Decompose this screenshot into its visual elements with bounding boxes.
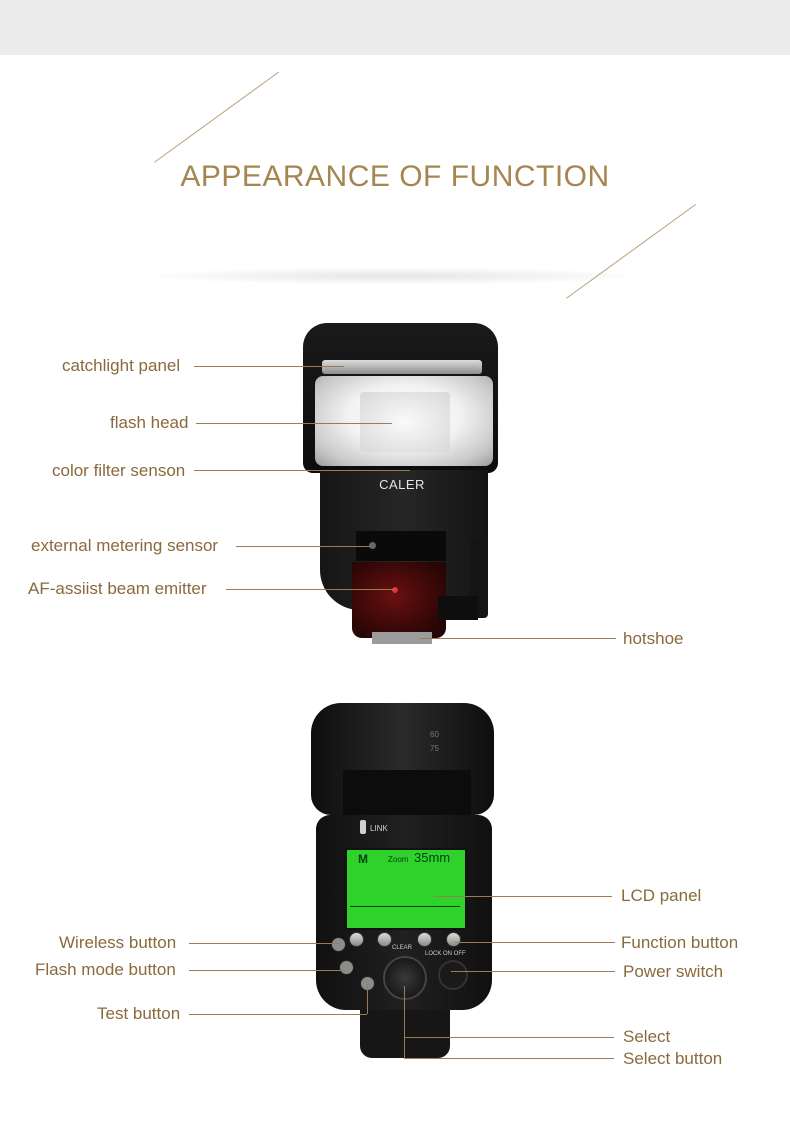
- back-flash-neck: [343, 770, 471, 818]
- leader-flash-head: [196, 423, 392, 424]
- top-banner: [0, 0, 790, 55]
- function-key-2[interactable]: [377, 932, 392, 947]
- label-select-button: Select button: [623, 1049, 723, 1068]
- head-angle-scale: 60 75: [430, 728, 439, 756]
- decorative-line-right: [566, 203, 697, 299]
- leader-function-button: [455, 942, 615, 943]
- link-text: LINK: [370, 824, 388, 833]
- lcd-zoom-value: 35mm: [414, 850, 451, 865]
- lcd-screen: [345, 848, 467, 930]
- hotshoe-part: [372, 632, 432, 644]
- label-power-switch: Power switch: [623, 962, 724, 981]
- clear-text: CLEAR: [392, 945, 413, 951]
- leader-color-filter-sensor: [194, 470, 410, 471]
- leader-power-switch: [451, 971, 615, 972]
- flash-tube: [360, 392, 450, 452]
- leader-external-metering-sensor: [236, 546, 370, 547]
- wireless-key[interactable]: [331, 937, 346, 952]
- leader-lcd-panel: [434, 896, 612, 897]
- lcd-scale-line: [350, 906, 460, 907]
- catchlight-panel-part: [322, 360, 482, 374]
- leader-flash-mode-button: [189, 970, 345, 971]
- link-led: [360, 820, 366, 834]
- scale-mark-75: 75: [430, 744, 439, 753]
- brand-logo: CALER: [379, 477, 425, 492]
- label-function-button: Function button: [621, 933, 739, 952]
- decorative-line-left: [154, 71, 280, 163]
- leader-select-button: [404, 1058, 614, 1059]
- title-shadow: [160, 268, 630, 284]
- label-catchlight-panel: catchlight panel: [62, 356, 181, 375]
- af-assist-led: [392, 587, 398, 593]
- leader-catchlight-panel: [194, 366, 344, 367]
- leader-select: [404, 1037, 614, 1038]
- label-lcd-panel: LCD panel: [621, 886, 702, 905]
- back-flash-foot: [360, 1010, 450, 1058]
- label-color-filter-sensor: color filter senson: [52, 461, 186, 480]
- label-external-metering-sensor: external metering sensor: [31, 536, 219, 555]
- label-hotshoe: hotshoe: [623, 629, 684, 648]
- label-af-assist-beam-emitter: AF-assiist beam emitter: [28, 579, 207, 598]
- select-dial[interactable]: [383, 956, 427, 1000]
- flash-mode-key[interactable]: [339, 960, 354, 975]
- power-switch-knob[interactable]: [438, 960, 468, 990]
- leader-wireless-button: [189, 943, 339, 944]
- leader-select-vertical: [404, 986, 405, 1058]
- label-select: Select: [623, 1027, 671, 1046]
- label-flash-mode-button: Flash mode button: [35, 960, 176, 979]
- leader-af-assist-beam-emitter: [226, 589, 396, 590]
- leader-hotshoe: [420, 638, 616, 639]
- af-assist-window: [352, 562, 446, 638]
- function-key-1[interactable]: [349, 932, 364, 947]
- function-key-4[interactable]: [446, 932, 461, 947]
- metering-sensor-dot: [369, 542, 376, 549]
- foot-lock: [438, 596, 478, 620]
- power-switch-text: LOCK ON OFF: [425, 951, 466, 957]
- function-key-3[interactable]: [417, 932, 432, 947]
- label-flash-head: flash head: [110, 413, 189, 432]
- lcd-zoom-label: Zoom: [388, 855, 409, 864]
- label-wireless-button: Wireless button: [59, 933, 177, 952]
- scale-mark-60: 60: [430, 730, 439, 739]
- leader-test-button: [189, 1014, 367, 1015]
- lcd-mode: M: [358, 852, 368, 866]
- label-test-button: Test button: [97, 1004, 181, 1023]
- page-title: APPEARANCE OF FUNCTION: [180, 160, 610, 193]
- leader-test-button-vertical: [367, 984, 368, 1014]
